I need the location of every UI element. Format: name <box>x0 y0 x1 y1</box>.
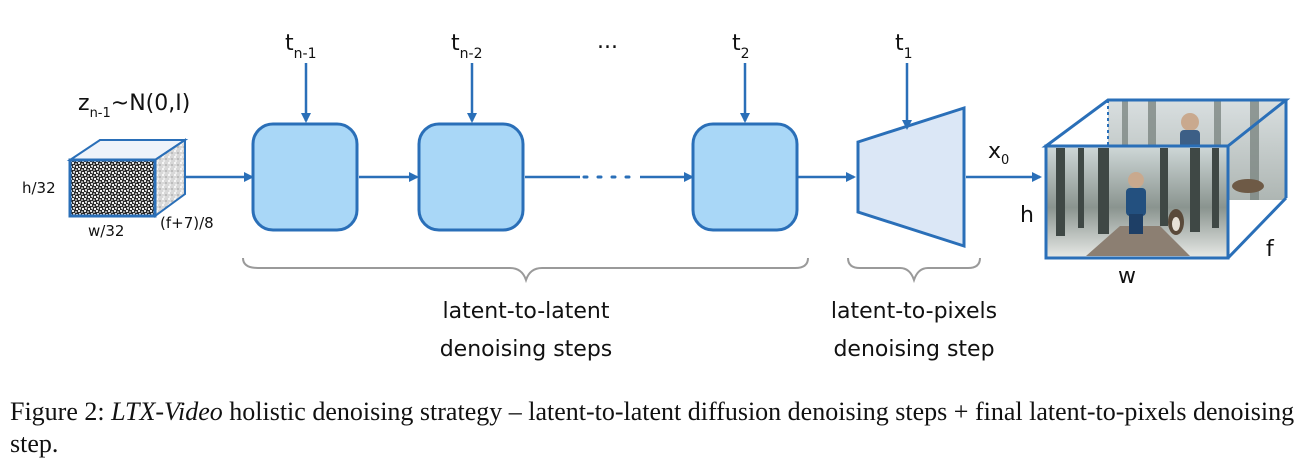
denoise-step-3 <box>691 122 799 232</box>
latent-width-label: w/32 <box>88 222 124 240</box>
brace-latent-to-latent <box>242 257 809 284</box>
diagram-canvas: zn-1~N(0,I) h/32 w/32 (f+7)/8 tn-1 tn-2 … <box>22 29 1291 362</box>
denoise-step-2 <box>417 122 525 232</box>
back-frame-child-head <box>1181 113 1199 131</box>
timestep-label-4: t1 <box>895 31 913 62</box>
video-height-label: h <box>1020 203 1034 228</box>
figure-caption: Figure 2: LTX-Video holistic denoising s… <box>10 396 1310 460</box>
front-frame-path <box>1086 226 1190 256</box>
timestep-ellipsis: ... <box>597 29 618 54</box>
decoder-block <box>856 105 966 249</box>
video-width-label: w <box>1118 264 1136 289</box>
timestep-label-1: tn-1 <box>285 31 316 62</box>
front-frame-dog-chest <box>1172 217 1180 231</box>
brace-latent-to-pixels <box>847 257 981 284</box>
output-label: x0 <box>988 139 1009 168</box>
group-latent-line1: latent-to-latent <box>442 299 609 324</box>
front-frame-child-head <box>1128 172 1144 188</box>
noise-label: zn-1~N(0,I) <box>78 91 190 121</box>
latent-height-label: h/32 <box>22 179 56 197</box>
caption-prefix: Figure 2: <box>10 397 112 426</box>
group-pixel-line1: latent-to-pixels <box>831 299 997 324</box>
caption-title: LTX-Video <box>111 397 223 426</box>
timestep-label-3: t2 <box>732 31 750 62</box>
front-frame-child-body <box>1126 188 1146 216</box>
latent-frames-label: (f+7)/8 <box>160 214 214 232</box>
group-pixel-line2: denoising step <box>833 337 994 362</box>
group-latent-line2: denoising steps <box>440 337 613 362</box>
video-frames-label: f <box>1266 237 1275 262</box>
back-frame-dog <box>1232 179 1264 193</box>
front-frame-trees <box>1056 148 1219 236</box>
timestep-label-2: tn-2 <box>451 31 482 62</box>
output-video-cube <box>1041 98 1291 260</box>
cube-front-face <box>68 158 157 218</box>
latent-noise-cube <box>66 138 189 218</box>
video-edge-bottom <box>1226 196 1288 260</box>
denoise-step-1 <box>251 122 359 232</box>
front-frame-child-legs <box>1129 214 1143 234</box>
caption-text: holistic denoising strategy – latent-to-… <box>10 397 1295 458</box>
